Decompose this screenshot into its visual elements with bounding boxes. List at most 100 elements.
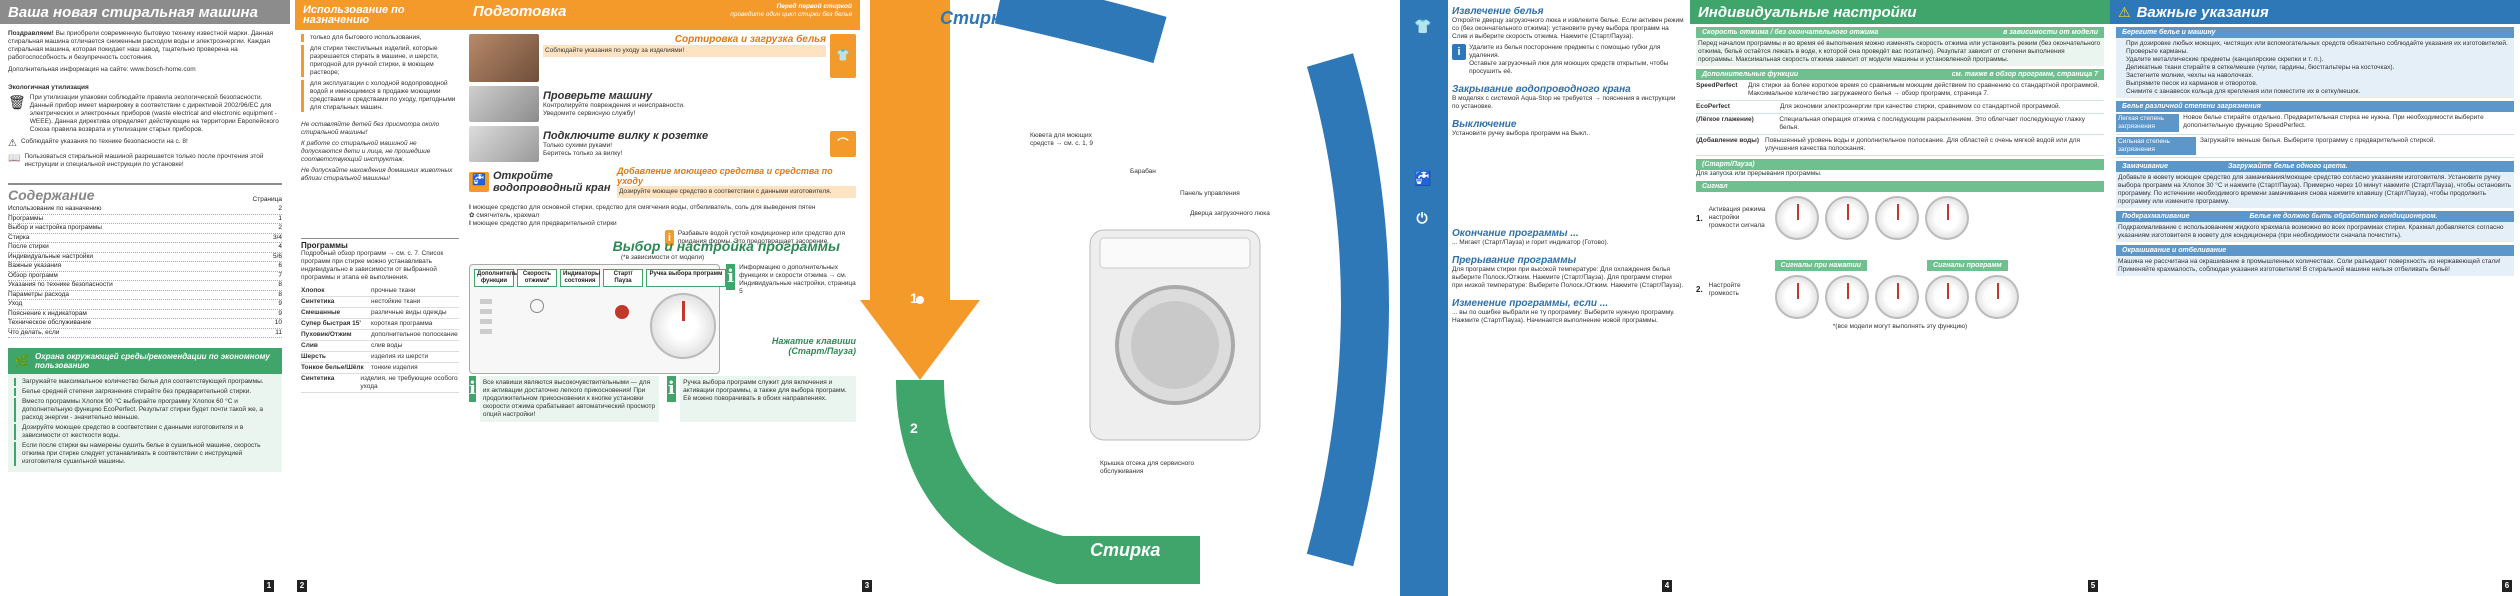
interrupt-title: Прерывание программы: [1452, 255, 1577, 266]
plug-item-2: Беритесь только за вилку!: [543, 150, 623, 157]
function-button-4[interactable]: [480, 329, 492, 334]
programs-title: Программы: [301, 241, 348, 250]
function-button-1[interactable]: [480, 299, 492, 304]
washer-panel: [1099, 237, 1251, 269]
note-a: Все клавиши являются высокочувствительны…: [479, 376, 659, 422]
dial-8[interactable]: [1924, 275, 1969, 319]
care-item: Проверьте карманы.: [2126, 48, 2189, 55]
page-4: 👕 🚰 ⏻ Извлечение белья Откройте дверцу з…: [1400, 0, 1690, 596]
sort-title: Сортировка и загрузка белья: [674, 34, 826, 45]
dial-6[interactable]: [1824, 275, 1869, 319]
dial-2[interactable]: [1824, 196, 1869, 240]
intro-text: Поздравляем! Вы приобрели современную бы…: [8, 30, 274, 61]
function-button-3[interactable]: [480, 319, 492, 324]
end-text: ... Мигает (Старт/Пауза) и горит индикат…: [1452, 239, 1609, 246]
washer-drum: [1131, 301, 1219, 389]
function-name: (Лёгкое глажение): [1696, 116, 1754, 123]
signal-bar: Сигнал: [1696, 181, 2104, 192]
remove-title: Извлечение белья: [1452, 6, 1544, 17]
env-item: Белье средней степени загрязнения стирай…: [14, 388, 276, 396]
program-knob[interactable]: [650, 293, 716, 359]
function-row: (Добавление воды)Повышенный уровень воды…: [1696, 135, 2104, 156]
program-desc: дополнительное полоскание: [371, 331, 458, 338]
step-num-1: 1.: [1696, 213, 1703, 223]
warn-list: Не оставляйте детей без присмотра около …: [295, 119, 465, 188]
page-header: ⚠ Важные указания: [2110, 0, 2520, 24]
interrupt-text: Для программ стирки при высокой температ…: [1452, 266, 1684, 289]
remove-item-1: Удалите из белья посторонние предметы с …: [1469, 44, 1661, 59]
page-number: 2: [297, 580, 307, 592]
check-title: Проверьте машину: [543, 90, 653, 102]
dial-1[interactable]: [1774, 196, 1819, 240]
close-title: Закрывание водопроводного крана: [1452, 84, 1631, 95]
leaf-icon: 🌿: [14, 354, 29, 368]
dial-3[interactable]: [1874, 196, 1919, 240]
program-desc: короткая программа: [371, 320, 433, 327]
toc-label: Параметры расхода: [8, 290, 69, 298]
info-box: i Информацию о дополнительных функциях и…: [726, 264, 856, 295]
dial-4[interactable]: [1924, 196, 1969, 240]
step-1: 1: [910, 290, 918, 306]
start-button[interactable]: [615, 305, 629, 319]
step-num-2: 2.: [1696, 285, 1703, 294]
env-list: Загружайте максимальное количество белья…: [8, 374, 282, 472]
label-wash-top: Стирка: [940, 8, 1011, 28]
function-row: (Лёгкое глажение)Специальная операция от…: [1696, 114, 2104, 135]
press-label: Нажатие клавиши: [771, 336, 856, 346]
program-name: Слив: [301, 342, 318, 349]
use-item: для стирки текстильных изделий, которые …: [301, 45, 459, 77]
tray-3: I моющее средство для предварительной ст…: [469, 220, 617, 227]
signals-title-2: Сигналы программ: [1927, 260, 2008, 271]
wash-cycle-diagram: [860, 0, 1389, 584]
toc-label: Уход: [8, 300, 23, 307]
warning-icon: ⚠: [8, 138, 17, 149]
dial-9[interactable]: [1974, 275, 2019, 319]
power-icon: ⏻: [1416, 210, 1428, 226]
tray-1: I моющее средство для основной стирки, с…: [469, 204, 816, 211]
orange-arrow: [860, 0, 980, 380]
care-item: При дозировке любых моющих, чистящих или…: [2126, 40, 2508, 47]
program-desc: тонкие изделия: [371, 364, 418, 371]
toc-label: Стирка: [8, 233, 30, 241]
press-sub: (Старт/Пауза): [788, 346, 856, 356]
toc-page: 10: [274, 319, 282, 326]
function-button-2[interactable]: [480, 309, 492, 314]
warn-item: Не допускайте нахождения домашних животн…: [301, 167, 453, 182]
program-name: Смешанные: [301, 309, 341, 316]
program-name: Пуховик/Отжим: [301, 331, 352, 338]
dirty-bar: Белье различной степени загрязнения: [2116, 101, 2514, 112]
dial-5[interactable]: [1774, 275, 1819, 319]
close-text: В моделях с системой Aqua-Stop не требуе…: [1452, 95, 1676, 110]
env-item: Дозируйте моющее средство в соответствии…: [14, 424, 276, 440]
use-list: только для бытового использования,для ст…: [295, 30, 465, 119]
program-name: Супер быстрая 15': [301, 320, 361, 327]
dial-7[interactable]: [1874, 275, 1919, 319]
env-item: Загружайте максимальное количество белья…: [14, 378, 276, 386]
bleach-text: Машина не рассчитана на окрашивание в пр…: [2116, 256, 2514, 276]
column-label: Дополнительные функции: [474, 269, 529, 287]
care-item: Деликатные ткани стирайте в сетке/мешке …: [2126, 64, 2395, 71]
column-label: Индикаторы состояния: [560, 269, 600, 287]
spin-button[interactable]: [530, 299, 544, 313]
plug-item-1: Только сухими руками!: [543, 142, 613, 149]
page-1: Ваша новая стиральная машина Поздравляем…: [0, 0, 290, 596]
prep-title: Подготовка: [473, 3, 567, 20]
start-text: Для запуска или прерывания программы.: [1696, 170, 1822, 177]
info-icon-2: i: [469, 376, 476, 402]
machine-check-photo: [469, 86, 539, 122]
